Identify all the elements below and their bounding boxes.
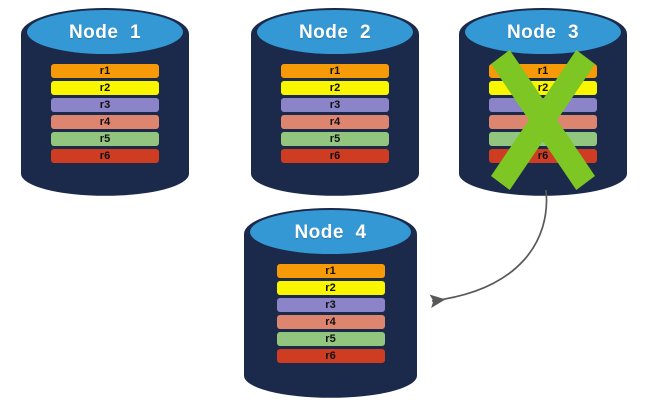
record-bar-r2[interactable]: r2 [276, 281, 385, 295]
cylinder-top-face [250, 210, 411, 254]
record-bar-r2[interactable]: r2 [281, 81, 389, 95]
record-bar-r3[interactable]: r3 [489, 98, 597, 112]
record-bar-r4[interactable]: r4 [281, 115, 389, 129]
record-bar-r1[interactable]: r1 [276, 264, 385, 278]
record-bar-r3[interactable]: r3 [51, 98, 159, 112]
record-bar-r1[interactable]: r1 [489, 64, 597, 78]
record-bar-r4[interactable]: r4 [489, 115, 597, 129]
record-bar-r1[interactable]: r1 [281, 64, 389, 78]
record-bar-r2[interactable]: r2 [489, 81, 597, 95]
cylinder-top-face [27, 10, 183, 54]
record-bar-r6[interactable]: r6 [489, 149, 597, 163]
cylinder-top-face [465, 10, 621, 54]
record-bar-r1[interactable]: r1 [51, 64, 159, 78]
record-bar-r3[interactable]: r3 [281, 98, 389, 112]
record-bar-r6[interactable]: r6 [281, 149, 389, 163]
record-bar-r5[interactable]: r5 [281, 132, 389, 146]
record-list: r1 r2 r3 r4 r5 r6 [458, 64, 628, 163]
record-list: r1 r2 r3 r4 r5 r6 [250, 64, 420, 163]
record-bar-r5[interactable]: r5 [489, 132, 597, 146]
record-list: r1 r2 r3 r4 r5 r6 [20, 64, 190, 163]
arrow-path [429, 189, 548, 308]
record-bar-r4[interactable]: r4 [51, 115, 159, 129]
record-bar-r5[interactable]: r5 [276, 332, 385, 346]
cylinder-top-face [257, 10, 413, 54]
record-bar-r2[interactable]: r2 [51, 81, 159, 95]
record-bar-r6[interactable]: r6 [276, 349, 385, 363]
record-list: r1 r2 r3 r4 r5 r6 [243, 264, 418, 363]
record-bar-r5[interactable]: r5 [51, 132, 159, 146]
record-bar-r3[interactable]: r3 [276, 298, 385, 312]
record-bar-r4[interactable]: r4 [276, 315, 385, 329]
record-bar-r6[interactable]: r6 [51, 149, 159, 163]
